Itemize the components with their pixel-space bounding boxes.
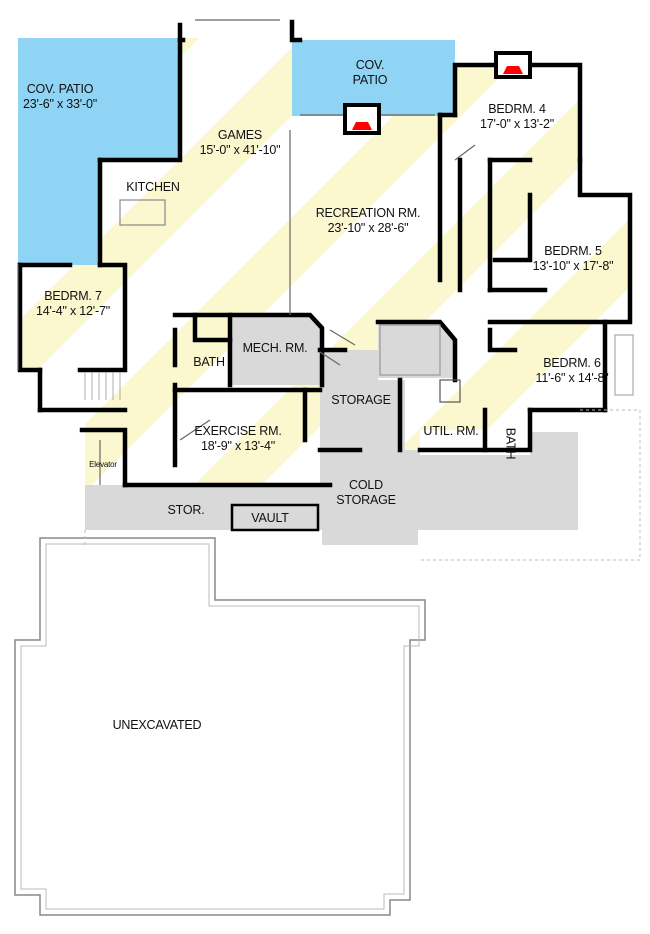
fireplace-icon [343, 103, 381, 135]
storage-label: STORAGE [331, 393, 391, 407]
unexcavated-outline [14, 537, 426, 916]
storage-area [320, 350, 405, 450]
living-area [20, 38, 630, 485]
stairs [84, 372, 121, 400]
stair-area [378, 322, 455, 378]
mech-room-label: MECH. RM. [242, 341, 308, 355]
bath-left-label: BATH [193, 355, 225, 369]
walls [17, 19, 633, 488]
utility-room-label: UTIL. RM. [423, 424, 479, 438]
fireplace-icon [494, 51, 532, 79]
bath-right-label: BATH [503, 427, 518, 460]
kitchen-label: KITCHEN [126, 180, 180, 194]
stor-label: STOR. [167, 503, 205, 517]
utility-areas [85, 315, 578, 545]
unexcavated-label: UNEXCAVATED [112, 718, 202, 732]
vault-walls [230, 503, 320, 532]
mech-room-area [232, 315, 322, 385]
cov-patio-left-area [18, 38, 180, 265]
vault-label: VAULT [251, 511, 289, 525]
recreation-room-label: RECREATION RM.23'-10" x 28'-6" [315, 206, 421, 235]
thin-lines [17, 19, 634, 485]
lower-storage-area [85, 432, 578, 545]
exercise-room-label: EXERCISE RM.18'-9" x 13'-4" [194, 424, 282, 453]
elevator-label: Elevator [89, 460, 117, 469]
cov-patio-top-label: COV.PATIO [352, 58, 388, 87]
